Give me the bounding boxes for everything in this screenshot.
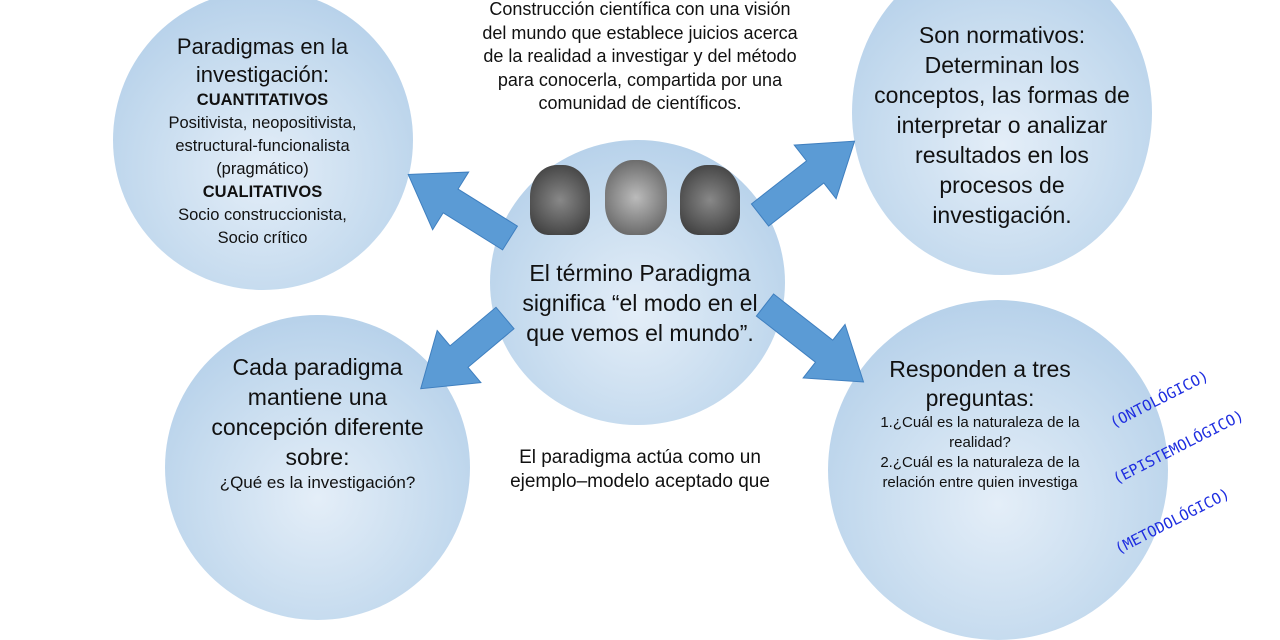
text-line: comunidad de científicos. (538, 93, 742, 113)
text-line: Construcción científica con una visión (489, 0, 791, 19)
arrow-down-left (420, 306, 515, 390)
arrow-up-right (750, 140, 856, 227)
model-text: El paradigma actúa como un ejemplo–model… (510, 447, 770, 492)
arrows (407, 140, 865, 390)
qual-text: Socio construccionista, Socio crítico (178, 206, 347, 247)
text-line: del mundo que establece juicios acerca (482, 22, 798, 43)
qual-label: CUALITATIVOS (202, 183, 323, 201)
arrow-down-right (755, 293, 865, 383)
text-line: para conocerla, compartida por una (497, 69, 783, 90)
questions-box: Responden a tres preguntas: 1.¿Cuál es l… (855, 355, 1105, 493)
questions-title: Responden a tres preguntas: (889, 356, 1071, 411)
definition-text: Construcción científica con una visión d… (440, 0, 840, 116)
circle-top-right (852, 0, 1152, 275)
circle-top-left (113, 0, 413, 290)
center-text: El término Paradigma significa “el modo … (522, 260, 758, 346)
quant-label: CUANTITATIVOS (196, 91, 329, 109)
text-line: de la realidad a investigar y del método (483, 46, 797, 66)
question-2: 2.¿Cuál es la naturaleza de la relación … (880, 454, 1080, 491)
normative-text: Son normativos: Determinan los conceptos… (874, 22, 1130, 228)
paradigms-box: Paradigmas en la investigación: CUANTITA… (140, 33, 385, 250)
paradigms-title: Paradigmas en la investigación: (176, 34, 349, 87)
question-1: 1.¿Cuál es la naturaleza de la realidad? (880, 414, 1080, 451)
heads-with-gears-image (530, 160, 745, 235)
conception-title: Cada paradigma mantiene una concepción d… (211, 354, 424, 470)
arrow-up-left (407, 171, 519, 251)
question-1: ¿Qué es la investigación? (219, 473, 416, 492)
quant-text: Positivista, neopositivista, estructural… (168, 114, 357, 178)
conception-box: Cada paradigma mantiene una concepción d… (190, 352, 445, 494)
